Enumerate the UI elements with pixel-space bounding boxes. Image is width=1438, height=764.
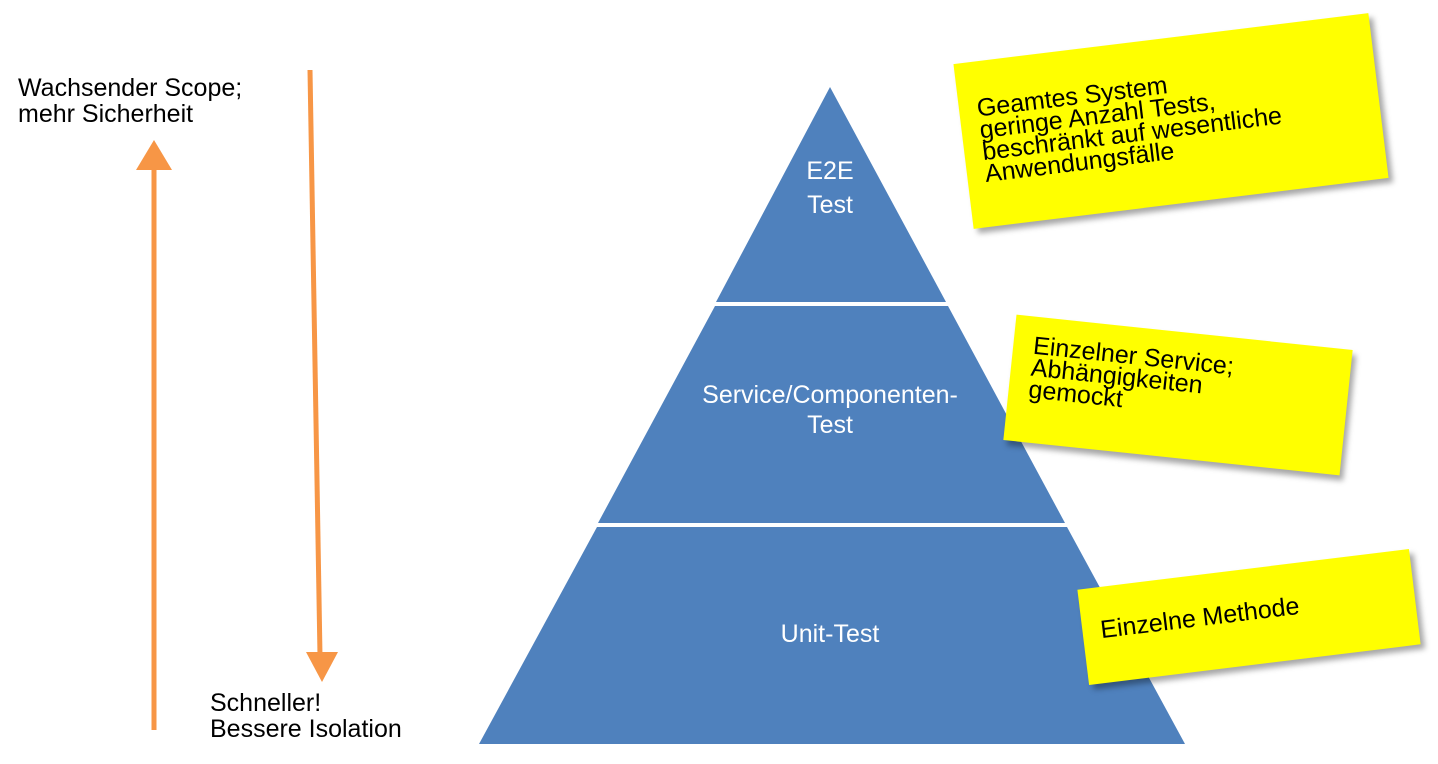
note-line: Einzelne Methode: [1098, 591, 1301, 645]
pyramid-level-unit: [479, 527, 1185, 744]
isolation-caption-line: Schneller!: [210, 689, 322, 717]
pyramid-level-service: [598, 306, 1065, 523]
scope-caption-line: Wachsender Scope;: [18, 74, 243, 102]
pyramid-level-e2e: [716, 87, 946, 302]
pyramid-label-line: Service/Componenten-: [702, 381, 958, 409]
pyramid-label-e2e: E2E Test: [780, 154, 880, 222]
arrow-down-icon: [306, 69, 338, 682]
pyramid-label-line: Test: [807, 191, 853, 219]
pyramid-label-unit: Unit-Test: [730, 617, 930, 651]
isolation-caption-line: Bessere Isolation: [210, 715, 402, 743]
scope-caption: Wachsender Scope; mehr Sicherheit: [18, 75, 242, 127]
pyramid-label-line: E2E: [806, 157, 854, 185]
pyramid-label-line: Unit-Test: [780, 620, 880, 648]
isolation-caption: Schneller! Bessere Isolation: [210, 690, 402, 742]
arrow-up-icon: [136, 140, 172, 730]
pyramid-label-line: Test: [807, 411, 853, 439]
scope-caption-line: mehr Sicherheit: [18, 100, 194, 128]
pyramid-label-service: Service/Componenten- Test: [660, 380, 1000, 440]
